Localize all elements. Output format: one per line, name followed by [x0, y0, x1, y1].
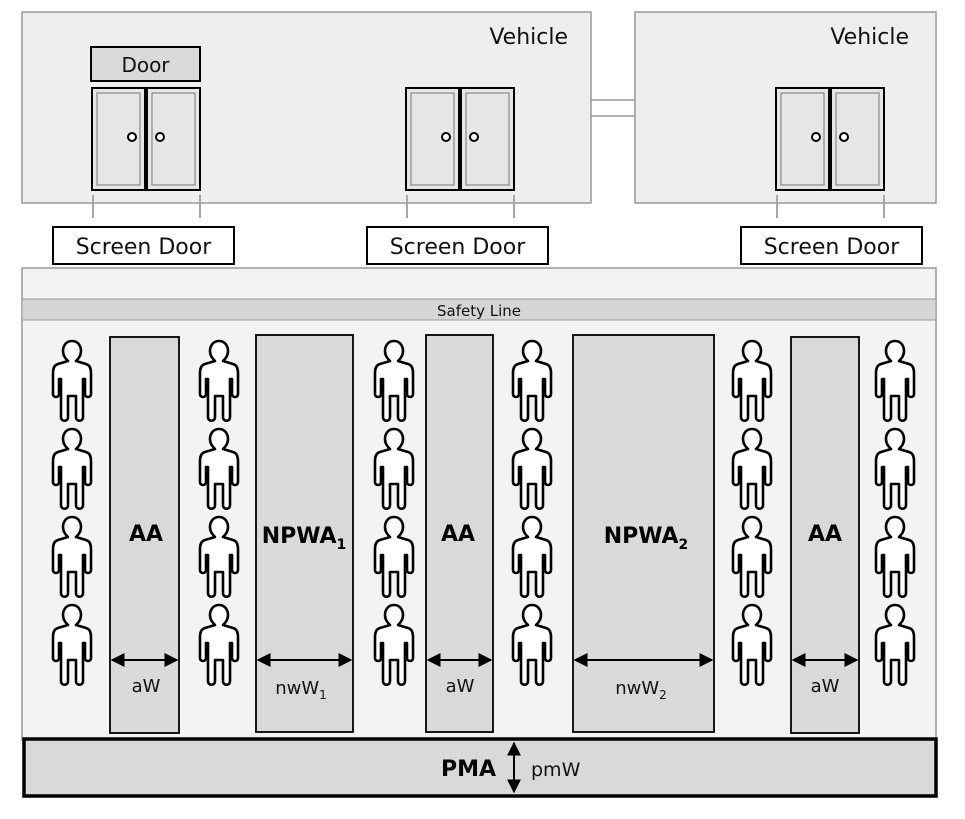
area-npwa-2-width: nwW2	[615, 678, 667, 702]
area-npwa-1-label: NPWA1	[262, 524, 347, 553]
area-aa-1-label: AA	[129, 522, 163, 547]
vehicle-door-2	[405, 87, 515, 191]
area-aa-1-width: aW	[132, 676, 161, 697]
screen-door-2-label: Screen Door	[390, 235, 526, 260]
area-npwa-1-width: nwW1	[275, 678, 327, 702]
area-aa-1	[109, 336, 180, 734]
door-label-box	[90, 46, 201, 82]
door-label: Door	[121, 53, 170, 77]
area-aa-3-width: aW	[811, 676, 840, 697]
pma-width-label: pmW	[531, 759, 581, 781]
safety-line-label: Safety Line	[437, 302, 521, 320]
vehicle-door-1	[91, 87, 201, 191]
door-guides	[92, 195, 885, 218]
vehicle-door-3	[775, 87, 885, 191]
area-aa-2-label: AA	[441, 522, 475, 547]
vehicle-1-label: Vehicle	[489, 25, 568, 50]
vehicle-coupling	[591, 99, 635, 117]
safety-line-band	[21, 298, 937, 321]
area-aa-3	[790, 336, 860, 734]
screen-door-3-label: Screen Door	[764, 235, 900, 260]
area-npwa-2-label: NPWA2	[604, 524, 689, 553]
area-aa-2-width: aW	[446, 676, 475, 697]
vehicle-2-label: Vehicle	[830, 25, 909, 50]
pma-label: PMA	[441, 757, 496, 782]
area-aa-3-label: AA	[808, 522, 842, 547]
pma-block	[22, 737, 938, 798]
screen-door-1-label: Screen Door	[76, 235, 212, 260]
